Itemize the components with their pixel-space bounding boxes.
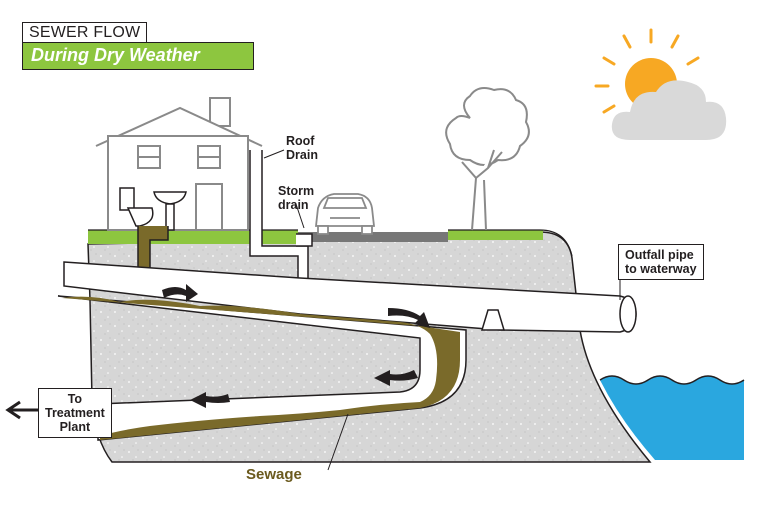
sewage-label: Sewage <box>246 466 302 483</box>
waterway <box>600 376 744 460</box>
tree-icon <box>445 87 530 231</box>
treatment-arrow <box>5 400 38 420</box>
toilet-icon <box>119 187 154 227</box>
treatment-label-line-1: To <box>67 392 83 406</box>
storm-drain-label-line-2: drain <box>278 198 309 212</box>
water-surface <box>599 375 745 385</box>
grass-right <box>448 230 543 240</box>
storm-drain-label-line-1: Storm <box>278 184 315 198</box>
grass-left <box>88 230 298 244</box>
sink-icon <box>153 191 187 231</box>
roof-drain-label-line-1: Roof <box>286 134 315 148</box>
outfall-label: Outfall pipe to waterway <box>618 244 704 280</box>
storm-drain-grate <box>296 233 313 247</box>
car-icon <box>314 193 376 235</box>
sewage-leader <box>327 413 349 471</box>
grass-right-line <box>448 229 573 257</box>
treatment-label: To Treatment Plant <box>38 388 112 438</box>
flow-arrow-icon <box>162 284 430 408</box>
outfall-label-line-1: Outfall pipe <box>625 248 694 262</box>
roof-drain-leader <box>263 149 285 159</box>
outfall-label-line-2: to waterway <box>625 262 697 276</box>
title-line-2: During Dry Weather <box>22 42 254 70</box>
cloud-icon <box>611 80 727 140</box>
roof-drain-label: Roof Drain <box>286 134 318 162</box>
storm-drain-leader <box>295 203 305 229</box>
street <box>298 232 448 242</box>
diagram-title: SEWER FLOW During Dry Weather <box>22 22 254 70</box>
outfall-pipe-end <box>619 295 637 333</box>
roof-drain-label-line-2: Drain <box>286 148 318 162</box>
weir <box>480 309 506 331</box>
storm-drain-label: Storm drain <box>278 184 314 212</box>
treatment-label-line-2: Treatment <box>45 406 105 420</box>
house-icon <box>95 97 263 231</box>
treatment-label-line-3: Plant <box>59 420 91 434</box>
title-line-1: SEWER FLOW <box>22 22 148 43</box>
